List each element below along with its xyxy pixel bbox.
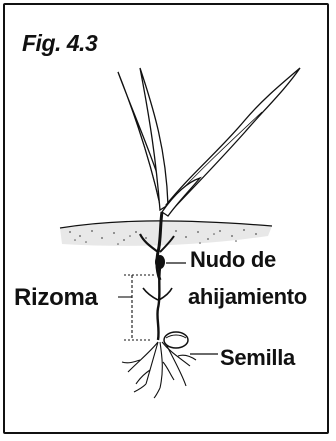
label-nudo-line1: Nudo de bbox=[190, 247, 276, 272]
seed bbox=[163, 331, 189, 349]
label-rizoma: Rizoma bbox=[14, 284, 98, 311]
roots bbox=[121, 341, 197, 399]
figure-frame bbox=[3, 3, 329, 434]
rhizome-bracket bbox=[118, 274, 156, 341]
soil-surface bbox=[59, 220, 273, 246]
figure-label: Fig. 4.3 bbox=[22, 30, 98, 56]
stem bbox=[139, 211, 175, 281]
label-nudo-line2: ahijamiento bbox=[188, 284, 307, 309]
tillering-node bbox=[155, 255, 165, 269]
leaves bbox=[117, 67, 301, 217]
label-semilla: Semilla bbox=[220, 345, 295, 370]
rhizome bbox=[142, 267, 173, 341]
